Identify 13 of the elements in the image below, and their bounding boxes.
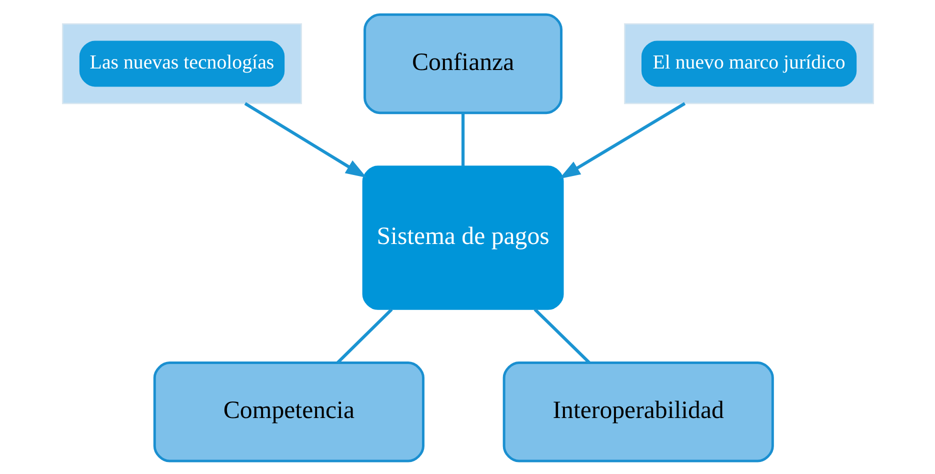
connector: [336, 308, 392, 364]
arrow: [558, 102, 686, 178]
node-box: Competencia: [152, 361, 424, 462]
node-box: Interoperabilidad: [502, 361, 774, 462]
node-box: El nuevo marco jurídico: [640, 40, 856, 86]
connector: [460, 112, 464, 166]
node-box: Sistema de pagos: [362, 165, 564, 310]
node-box: Las nuevas tecnologías: [78, 40, 284, 86]
connector: [533, 308, 590, 364]
arrow: [244, 102, 366, 178]
cluster: [624, 22, 874, 104]
cluster: [61, 22, 302, 104]
node-box: Confianza: [363, 12, 562, 114]
